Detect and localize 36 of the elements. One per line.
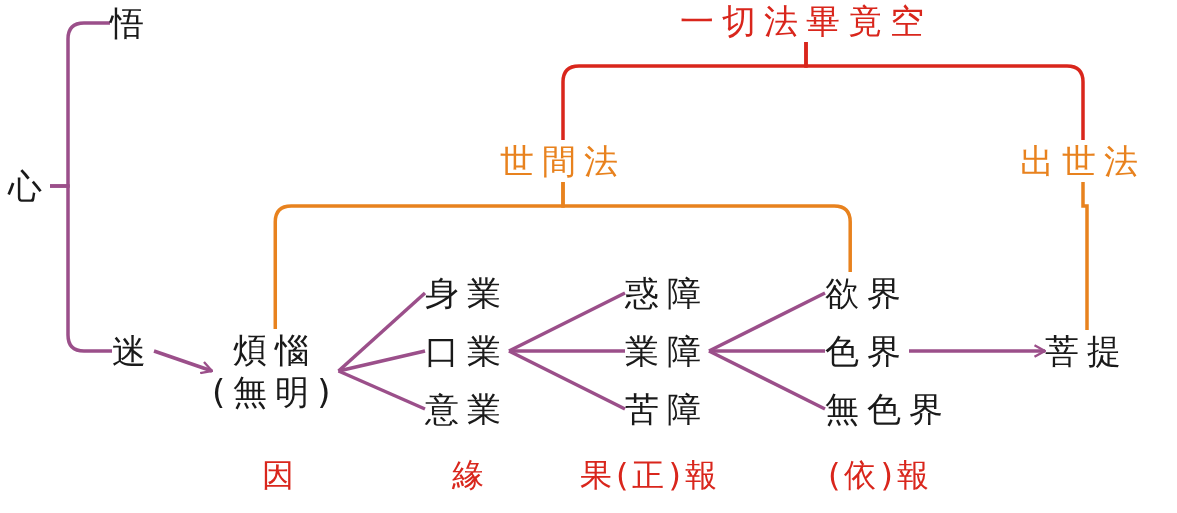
term-text: 煩惱 xyxy=(232,329,319,371)
term-text: 迷 xyxy=(112,330,154,372)
term-text: 欲界 xyxy=(825,272,909,314)
term-text: 業障 xyxy=(625,330,709,372)
category-label: 因 xyxy=(262,455,298,495)
connector-line xyxy=(337,369,426,411)
term-text: 一切法畢竟空 xyxy=(680,0,932,42)
connector-line xyxy=(338,349,426,373)
term-text: 口業 xyxy=(425,330,509,372)
bracket-line xyxy=(1081,182,1089,330)
connector-line xyxy=(508,291,626,353)
bracket-line xyxy=(561,182,852,272)
category-label: 果(正)報 xyxy=(580,455,721,495)
term-text: 身業 xyxy=(425,272,509,314)
category-label: 緣 xyxy=(452,455,488,495)
bracket-line xyxy=(804,42,1085,140)
arrow xyxy=(909,344,1047,358)
term-text: 心 xyxy=(8,165,50,207)
term-text: 菩提 xyxy=(1045,330,1129,372)
connector-line xyxy=(708,349,826,411)
term-text: 無色界 xyxy=(825,388,951,430)
term-text: 世間法 xyxy=(500,140,626,182)
term-text: 出世法 xyxy=(1020,140,1146,182)
term-text: 意業 xyxy=(425,388,509,430)
arrow xyxy=(153,349,214,375)
category-label: (依)報 xyxy=(828,455,933,495)
term-text: 悟 xyxy=(110,2,152,44)
term-text: 色界 xyxy=(825,330,909,372)
term-text: (無明) xyxy=(212,371,339,413)
term-text: 苦障 xyxy=(625,388,709,430)
connector-line xyxy=(509,349,625,353)
connector-line xyxy=(708,291,826,353)
connector-line xyxy=(508,349,626,411)
term-text: 惑障 xyxy=(625,272,709,314)
connector-line xyxy=(709,349,825,353)
connector-line xyxy=(50,184,112,353)
